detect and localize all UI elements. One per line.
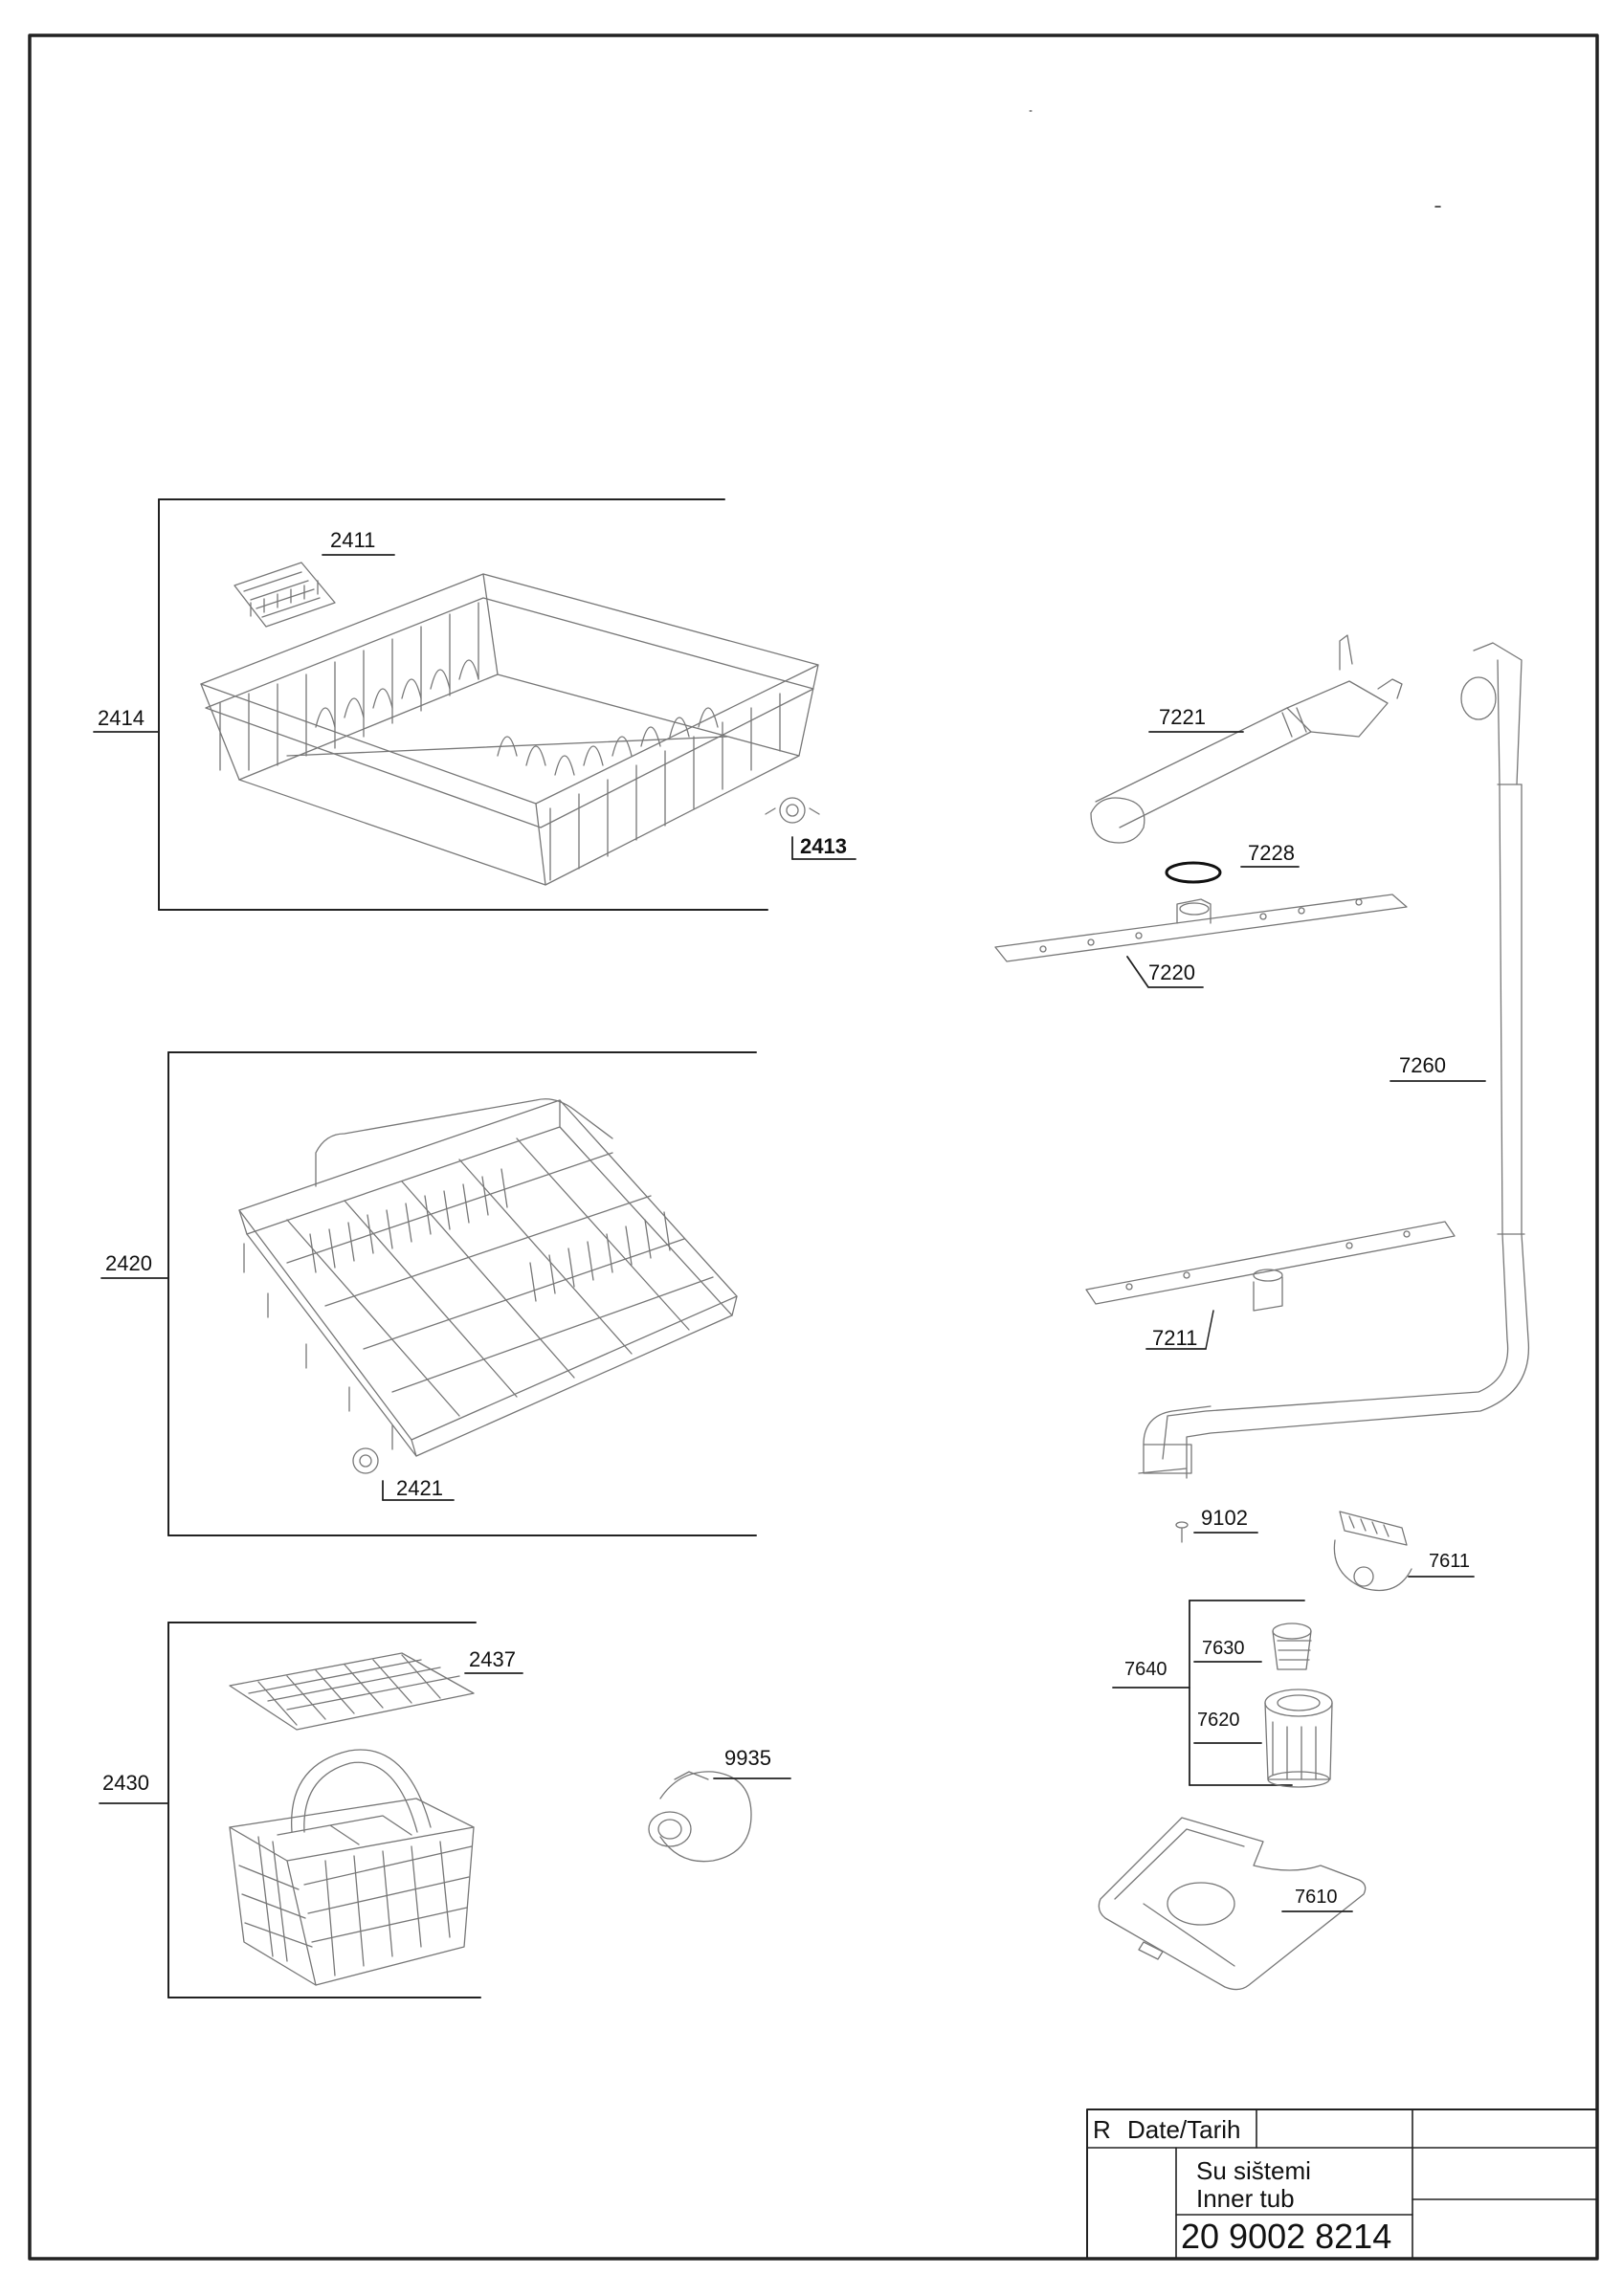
part-label-9935: 9935	[724, 1746, 771, 1770]
part-label-2437: 2437	[469, 1647, 516, 1671]
title-turkish: Su sis̆temi	[1196, 2156, 1311, 2185]
part-label-2420: 2420	[105, 1251, 152, 1275]
sheet-border	[28, 33, 1599, 2261]
upper-basket-group	[93, 498, 856, 911]
o-ring-7228	[1165, 861, 1222, 884]
part-label-2414: 2414	[98, 706, 145, 730]
part-label-7610: 7610	[1295, 1887, 1338, 1908]
title-english: Inner tub	[1196, 2184, 1295, 2213]
part-label-7228: 7228	[1248, 841, 1295, 865]
filter-assembly-bracket	[1112, 1600, 1305, 1786]
lower-spray-arm-illustration	[1085, 1221, 1456, 1312]
part-label-7620: 7620	[1197, 1710, 1240, 1731]
part-label-2413: 2413	[800, 834, 847, 858]
part-label-7640: 7640	[1124, 1659, 1167, 1680]
upper-spray-tube-illustration	[1090, 634, 1403, 844]
screw-9102-illustration	[1175, 1521, 1189, 1543]
upper-spray-arm-illustration	[994, 894, 1408, 962]
part-label-9102: 9102	[1201, 1506, 1248, 1530]
part-label-7211: 7211	[1152, 1326, 1198, 1350]
cutlery-basket-illustration	[229, 1652, 475, 1986]
part-9935-illustration	[648, 1771, 752, 1863]
upper-basket-illustration	[200, 562, 820, 886]
cutlery-basket-group	[99, 1622, 523, 1998]
leader-7220	[1126, 956, 1204, 988]
part-label-7220: 7220	[1148, 960, 1195, 984]
drawing-number: 20 9002 8214	[1181, 2217, 1392, 2256]
filter-plate-7610-illustration	[1098, 1817, 1367, 1991]
part-label-7630: 7630	[1202, 1638, 1245, 1659]
part-label-7221: 7221	[1159, 705, 1206, 729]
lower-basket-group	[100, 1051, 757, 1536]
part-label-2421: 2421	[396, 1476, 443, 1500]
revision-label: R	[1093, 2115, 1111, 2144]
part-label-7611: 7611	[1429, 1551, 1471, 1572]
title-block-frame	[1086, 2108, 1598, 2260]
feed-pipe-illustration	[1138, 642, 1530, 1479]
part-label-2411: 2411	[330, 528, 376, 552]
part-label-2430: 2430	[102, 1771, 149, 1795]
date-label: Date/Tarih	[1127, 2115, 1241, 2144]
filter-7630-7620-illustration	[1264, 1623, 1333, 1788]
lower-basket-illustration	[238, 1098, 738, 1474]
filter-7611-illustration	[1333, 1511, 1412, 1592]
part-label-7260: 7260	[1399, 1053, 1446, 1077]
